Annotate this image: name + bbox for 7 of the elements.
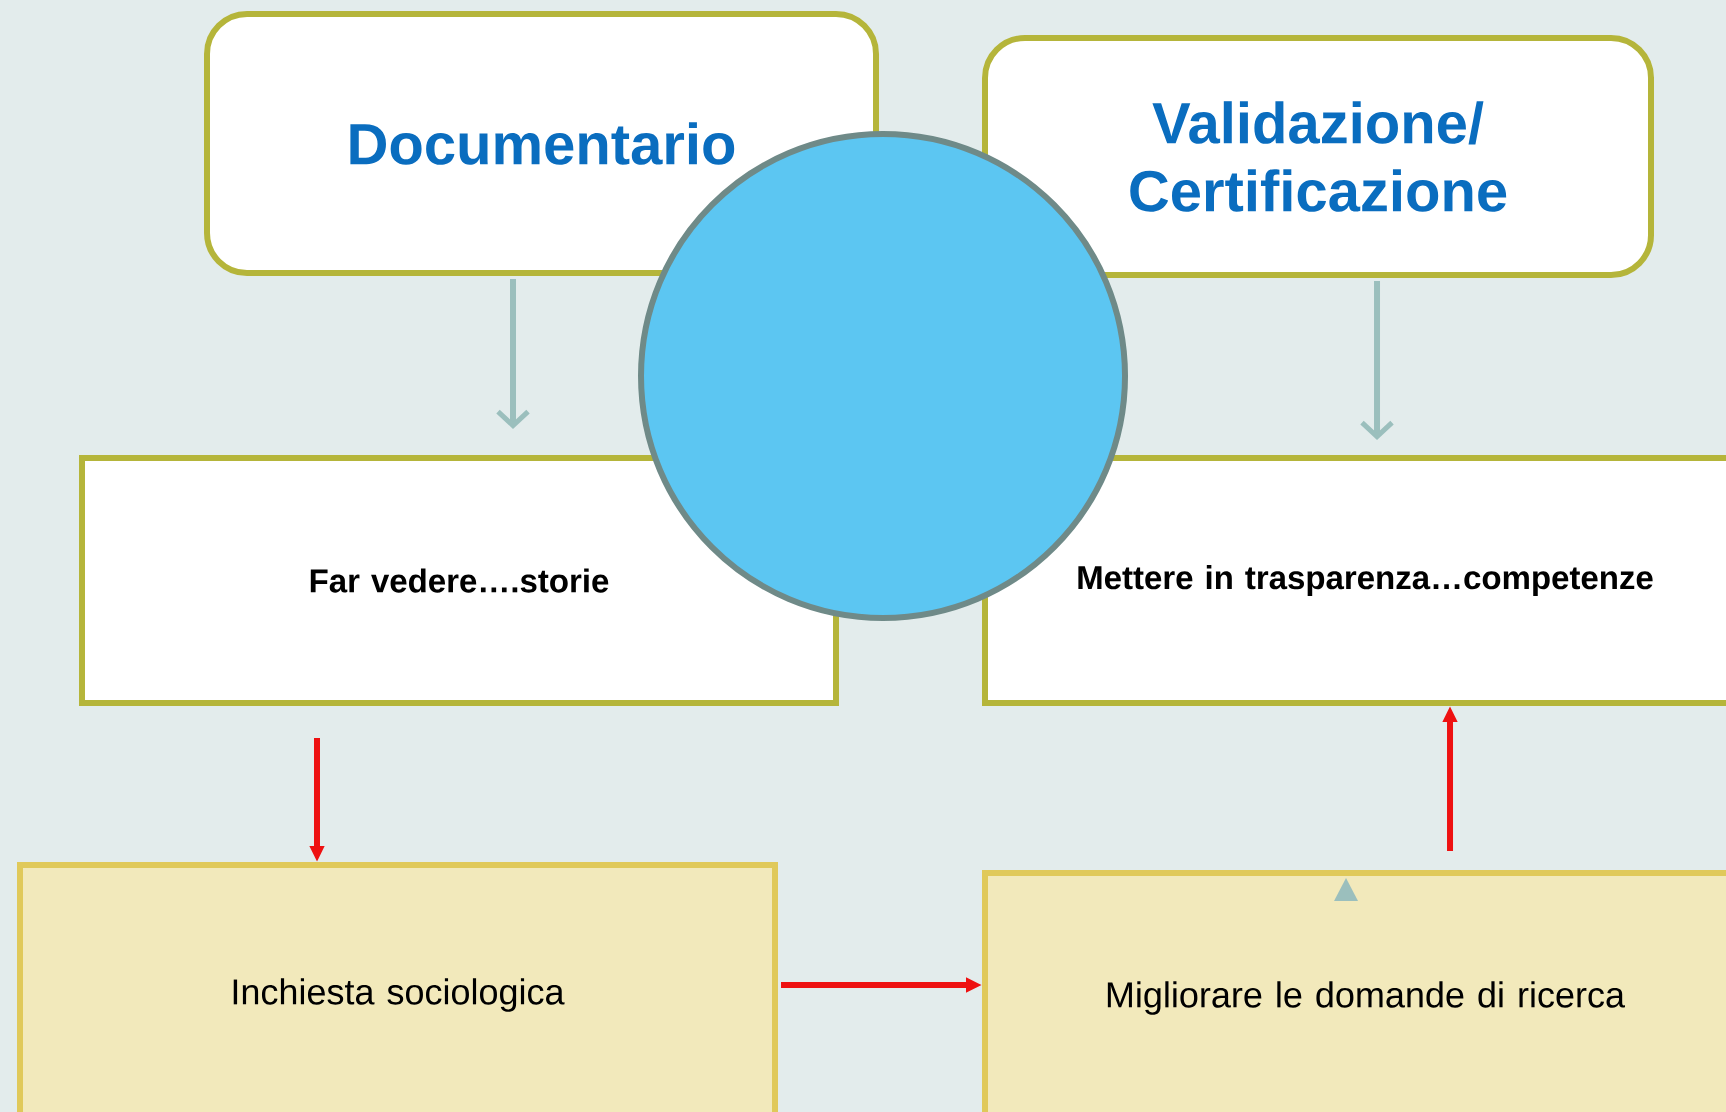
arrow xyxy=(496,279,530,429)
title-box: Validazione/ Certificazione xyxy=(982,35,1654,278)
arrow xyxy=(1360,281,1394,440)
process-box: Mettere in trasparenza…competenze xyxy=(982,455,1726,706)
process-box: Migliorare le domande di ricerca xyxy=(982,870,1726,1112)
process-box: Inchiesta sociologica xyxy=(17,862,778,1112)
process-box: Far vedere….storie xyxy=(79,455,839,706)
